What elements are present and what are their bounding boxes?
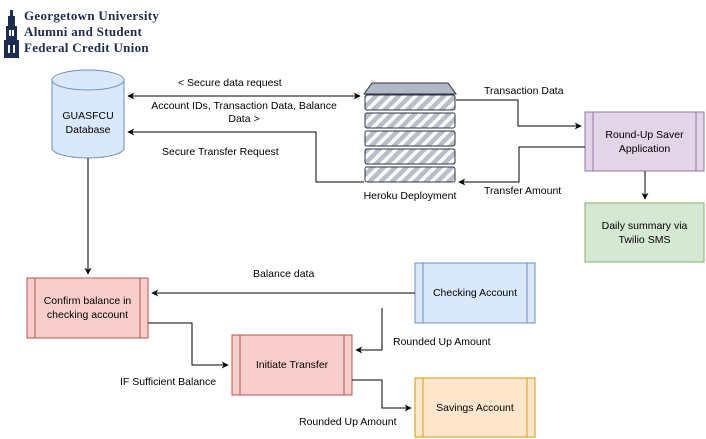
edge-if-sufficient xyxy=(148,322,229,369)
logo-line-2: Alumni and Student xyxy=(24,24,143,39)
roundup-label: Round-Up Saver Application xyxy=(605,128,684,155)
savings-shape xyxy=(414,377,536,438)
edge-label-rounded-up-1: Rounded Up Amount xyxy=(393,336,491,348)
confirm-label: Confirm balance in checking account xyxy=(43,295,132,321)
edge-rounded-up-2 xyxy=(352,379,412,412)
initiate-label: Initiate Transfer xyxy=(255,359,329,371)
summary-shape xyxy=(584,202,705,263)
edge-transfer-amount xyxy=(458,146,585,186)
server-label: Heroku Deployment xyxy=(363,190,457,202)
edge-transaction-data xyxy=(456,99,582,130)
edge-label-rounded-up-2: Rounded Up Amount xyxy=(299,416,397,428)
database-cylinder xyxy=(51,69,125,159)
checking-shape xyxy=(414,262,536,324)
server-icon xyxy=(363,82,457,183)
summary-label: Daily summary via Twilio SMS xyxy=(601,219,688,246)
edge-rounded-up-1 xyxy=(355,308,383,354)
edge-label-balance-data: Balance data xyxy=(253,268,315,280)
logo-line-1: Georgetown University xyxy=(24,8,160,23)
edge-label-transfer-amount: Transfer Amount xyxy=(484,185,562,197)
edge-label-secure-request: < Secure data request xyxy=(178,77,282,89)
edge-secure-transfer xyxy=(127,128,364,183)
edge-label-account-ids: Account IDs, Transaction Data, Balance D… xyxy=(151,100,337,125)
savings-label: Savings Account xyxy=(436,401,514,414)
checking-label: Checking Account xyxy=(432,287,518,299)
edge-label-transaction-data: Transaction Data xyxy=(484,85,564,97)
confirm-shape xyxy=(26,277,149,339)
logo-line-3: Federal Credit Union xyxy=(24,40,149,55)
edge-label-if-sufficient: IF Sufficient Balance xyxy=(120,376,217,388)
initiate-shape xyxy=(231,334,353,396)
edge-label-secure-transfer: Secure Transfer Request xyxy=(162,146,279,158)
logo-tower-icon xyxy=(4,10,19,58)
roundup-app-shape xyxy=(584,111,705,172)
database-label: GUASFCU Database xyxy=(62,110,114,136)
